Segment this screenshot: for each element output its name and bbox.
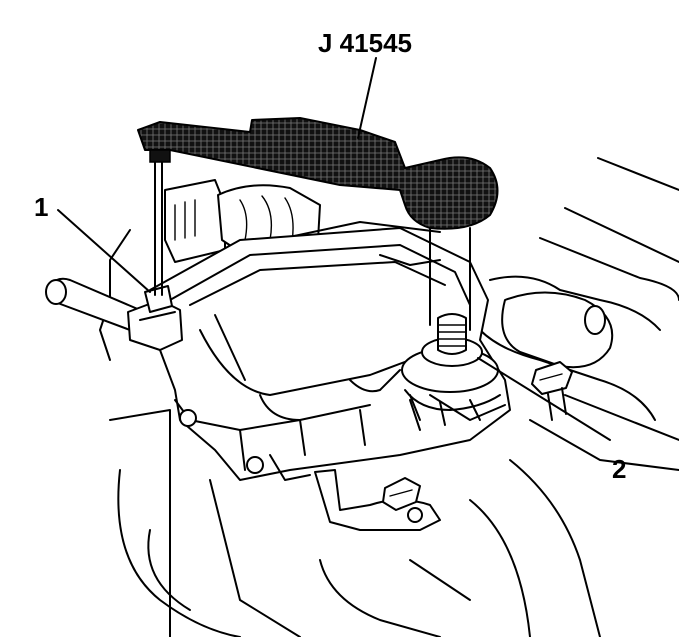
switch-rotor [401,313,501,426]
mounting-bolt-lower [382,477,421,511]
tool-number-label: J 41545 [318,28,412,58]
alignment-tool [137,117,499,230]
callout-2-label: 2 [612,454,626,484]
engine-background [469,157,679,637]
housing-lower [99,229,471,637]
alignment-lines [154,159,471,326]
callout-1-label: 1 [34,192,48,222]
manual-shaft [45,277,183,351]
leader-lines [57,57,611,441]
switch-housing [149,227,511,531]
